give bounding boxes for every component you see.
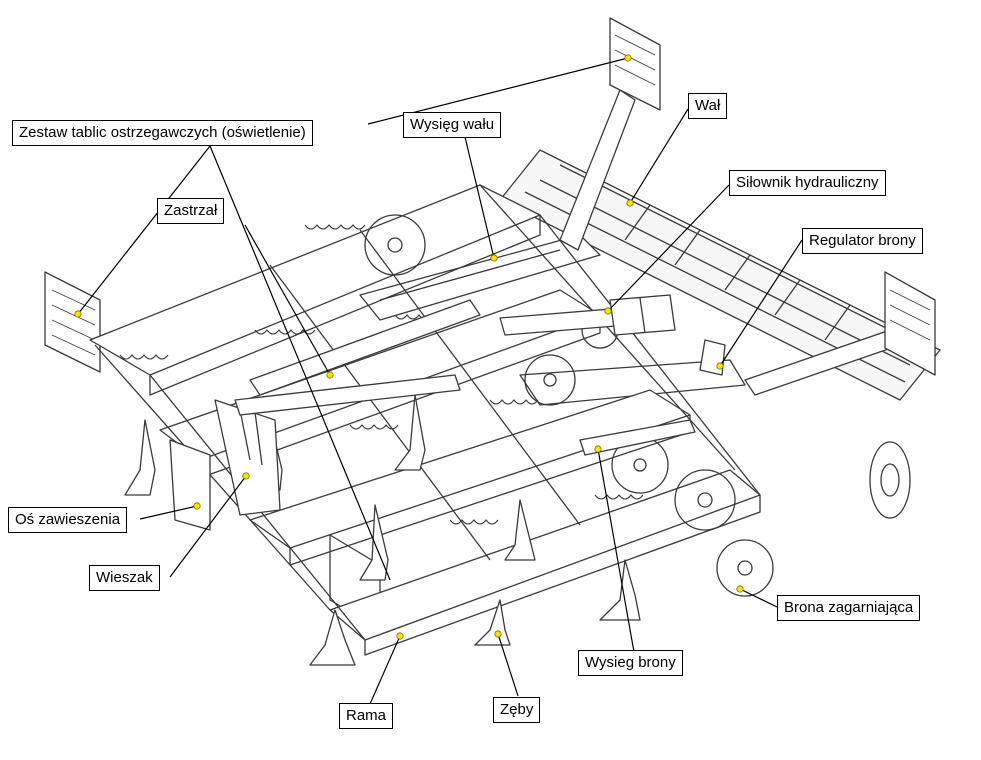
leader-silownik	[607, 184, 730, 312]
leader-zastrzal	[244, 224, 331, 376]
callout-zastrzal: Zastrzał	[157, 198, 225, 224]
leader-zestaw-3	[209, 145, 391, 581]
machine-sketch	[44, 17, 941, 666]
callout-wysieg-brony: Wysieg brony	[578, 650, 683, 676]
dot-zastrzal	[326, 371, 334, 379]
callout-zeby: Zęby	[493, 697, 541, 723]
leader-zestaw-2	[77, 145, 211, 315]
dot-wal	[626, 199, 634, 207]
leader-os	[139, 505, 198, 520]
callout-label: Rama	[346, 707, 387, 724]
callout-label: Brona zagarniająca	[784, 599, 914, 616]
callout-zestaw-tablic: Zestaw tablic ostrzegawczych (oświetleni…	[12, 120, 313, 146]
callout-wieszak: Wieszak	[89, 565, 160, 591]
leader-rama	[369, 635, 401, 705]
dot-zestaw-top	[624, 54, 632, 62]
callout-label: Siłownik hydrauliczny	[736, 174, 879, 191]
leader-lines	[77, 57, 803, 705]
dot-rama	[396, 632, 404, 640]
callout-label: Wysieg brony	[585, 654, 676, 671]
callout-label: Wieszak	[96, 569, 153, 586]
callout-label: Zęby	[500, 701, 534, 718]
anchor-dots	[74, 54, 744, 640]
callout-label: Wał	[695, 97, 721, 114]
dot-wysieg-walu	[490, 254, 498, 262]
dot-zeby	[494, 630, 502, 638]
dot-silownik	[604, 307, 612, 315]
dot-zestaw-left	[74, 310, 82, 318]
leader-wysieg-brony	[597, 448, 635, 653]
callout-label: Zestaw tablic ostrzegawczych (oświetleni…	[19, 124, 306, 141]
dot-wieszak	[242, 472, 250, 480]
leader-wal	[629, 108, 689, 204]
callout-regulator: Regulator brony	[802, 228, 923, 254]
leader-wieszak	[169, 475, 247, 578]
callout-brona: Brona zagarniająca	[777, 595, 921, 621]
leader-zeby	[497, 633, 519, 697]
dot-brona	[736, 585, 744, 593]
callout-label: Zastrzał	[164, 202, 218, 219]
callout-wal: Wał	[688, 93, 728, 119]
roller	[499, 149, 941, 519]
springs	[119, 224, 644, 525]
dot-wysieg-brony	[594, 445, 602, 453]
callout-label: Regulator brony	[809, 232, 916, 249]
leader-brona	[739, 588, 778, 608]
harrow-discs	[364, 214, 774, 597]
dot-os	[193, 502, 201, 510]
callout-label: Wysięg wału	[410, 116, 495, 133]
leader-wysieg-walu	[464, 136, 495, 259]
hitch	[169, 299, 481, 531]
hydraulic-cylinder	[499, 294, 676, 336]
callout-silownik: Siłownik hydrauliczny	[729, 170, 886, 196]
callout-wysieg-walu: Wysięg wału	[403, 112, 502, 138]
leader-regulator	[719, 239, 803, 367]
roller-arms	[359, 89, 901, 406]
dot-regulator	[716, 362, 724, 370]
callout-os-zawieszenia: Oś zawieszenia	[8, 507, 128, 533]
callout-label: Oś zawieszenia	[15, 511, 121, 528]
callout-rama: Rama	[339, 703, 394, 729]
